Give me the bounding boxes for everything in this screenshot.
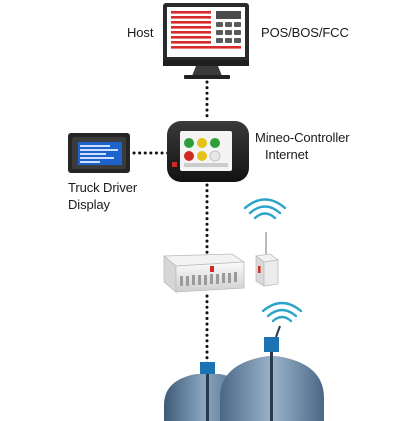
wifi-icon (243, 198, 287, 220)
tank-icon (164, 356, 324, 421)
pos-bos-fcc-label: POS/BOS/FCC (261, 25, 349, 40)
dotted-links (132, 80, 209, 366)
host-screen-stripes (171, 11, 241, 49)
truck-display-label-line1: Truck Driver (68, 180, 138, 195)
truck-display-icon (68, 133, 130, 173)
internet-label: Internet (265, 147, 309, 162)
controller-device-icon (167, 121, 249, 182)
io-module-icon (162, 253, 246, 293)
keypad-icon (216, 11, 241, 43)
wifi-icon (261, 301, 303, 323)
host-label: Host (127, 25, 154, 40)
router-icon (254, 253, 280, 287)
host-monitor-icon (163, 3, 249, 79)
truck-display-label-line2: Display (68, 197, 110, 212)
controller-label: Mineo-Controller (255, 130, 350, 145)
probe-icon (200, 325, 281, 421)
